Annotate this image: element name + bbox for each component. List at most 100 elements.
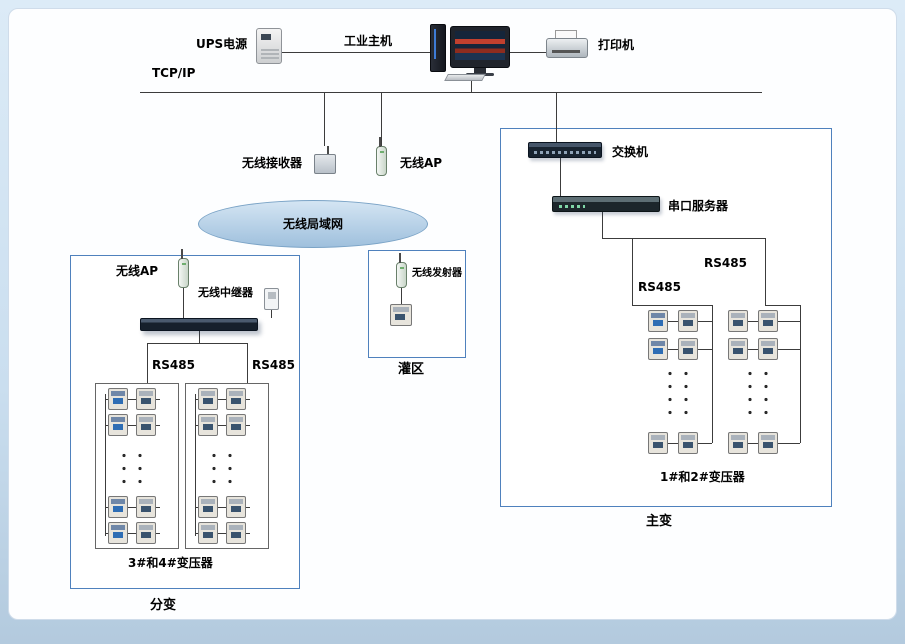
- main-transformer-caption: 主变: [646, 514, 673, 529]
- irrigation-caption: 灌区: [398, 362, 425, 377]
- connector-line: [602, 238, 766, 239]
- power-meter-icon: [198, 388, 218, 410]
- connector-line: [183, 288, 184, 318]
- power-meter-icon: [728, 432, 748, 454]
- tcpip-bus-line: [140, 92, 762, 93]
- power-meter-icon: [108, 414, 128, 436]
- meter-bus-line: [195, 394, 196, 536]
- power-meter-icon: [226, 388, 246, 410]
- connector-line: [105, 533, 160, 534]
- power-meter-icon: [648, 338, 668, 360]
- connector-line: [147, 343, 247, 344]
- left-rs485-label-1: RS485: [152, 358, 195, 372]
- right-rs485-label-2: RS485: [704, 256, 747, 270]
- power-meter-icon: [728, 310, 748, 332]
- computer-tower-icon: [430, 24, 446, 72]
- connector-line: [401, 288, 402, 304]
- switch-icon: [528, 142, 602, 158]
- power-meter-icon: [136, 414, 156, 436]
- connector-line: [105, 425, 160, 426]
- power-meter-icon: [136, 496, 156, 518]
- power-meter-icon: [198, 496, 218, 518]
- connector-line: [381, 92, 382, 146]
- repeater-icon: [264, 288, 279, 310]
- serial-server-label: 串口服务器: [668, 199, 729, 213]
- connector-line: [765, 305, 800, 306]
- wireless-ap-icon: [376, 137, 387, 176]
- connector-line: [195, 507, 250, 508]
- power-meter-icon: [108, 388, 128, 410]
- meter-bus-line: [105, 394, 106, 536]
- rs485-line: [765, 238, 766, 305]
- power-meter-icon: [136, 522, 156, 544]
- ups-label: UPS电源: [196, 37, 248, 51]
- irrigation-box: [368, 250, 466, 358]
- power-meter-icon: [758, 310, 778, 332]
- power-meter-icon: [678, 338, 698, 360]
- connector-line: [105, 399, 160, 400]
- industrial-host-label: 工业主机: [344, 34, 393, 48]
- connector-line: [471, 75, 472, 92]
- connector-line: [195, 533, 250, 534]
- ellipsis-dots: [112, 446, 148, 492]
- monitor-screen: [455, 31, 505, 60]
- meter-bus-line: [712, 305, 713, 443]
- printer-body: [546, 38, 588, 58]
- power-meter-icon: [226, 522, 246, 544]
- left-transformers-label: 3#和4#变压器: [128, 556, 213, 570]
- connector-line: [324, 92, 325, 146]
- power-meter-icon: [136, 388, 156, 410]
- printer-icon: [546, 30, 588, 60]
- power-meter-icon: [758, 338, 778, 360]
- connector-line: [560, 158, 561, 196]
- power-meter-icon: [226, 496, 246, 518]
- power-meter-icon: [108, 496, 128, 518]
- ellipsis-dots: [658, 364, 694, 420]
- right-rs485-label-1: RS485: [638, 280, 681, 294]
- ups-icon: [256, 28, 282, 64]
- tcpip-label: TCP/IP: [152, 66, 196, 80]
- power-meter-icon: [108, 522, 128, 544]
- connector-line: [195, 399, 250, 400]
- printer-label: 打印机: [598, 38, 635, 52]
- rack-device-icon: [140, 318, 258, 331]
- repeater-label: 无线中继器: [198, 286, 253, 299]
- power-meter-icon: [226, 414, 246, 436]
- wireless-receiver-label: 无线接收器: [242, 156, 303, 170]
- left-ap-icon: [178, 249, 189, 288]
- keyboard-icon: [444, 74, 486, 81]
- connector-line: [510, 52, 546, 53]
- rs485-line: [147, 343, 148, 383]
- connector-line: [199, 331, 200, 343]
- printer-slot: [552, 50, 580, 53]
- connector-line: [195, 425, 250, 426]
- meter-bus-line: [800, 305, 801, 443]
- serial-server-icon: [552, 196, 660, 212]
- connector-line: [632, 305, 712, 306]
- ellipsis-dots: [738, 364, 774, 420]
- connector-line: [282, 52, 430, 53]
- switch-label: 交换机: [612, 145, 649, 159]
- ellipsis-dots: [202, 446, 238, 492]
- power-meter-icon: [198, 522, 218, 544]
- substation-caption: 分变: [150, 598, 177, 613]
- monitor-icon: [450, 26, 510, 68]
- power-meter-icon: [648, 310, 668, 332]
- power-meter-icon: [728, 338, 748, 360]
- power-meter-icon: [648, 432, 668, 454]
- left-ap-label: 无线AP: [116, 264, 159, 278]
- wireless-receiver-icon: [314, 146, 336, 174]
- power-meter-icon: [390, 304, 412, 326]
- power-meter-icon: [758, 432, 778, 454]
- rs485-line: [247, 343, 248, 383]
- wireless-lan-cloud: 无线局域网: [198, 200, 428, 248]
- wireless-transmitter-icon: [396, 253, 407, 288]
- wireless-lan-label: 无线局域网: [282, 216, 343, 231]
- monitor-stand: [474, 68, 486, 73]
- connector-line: [556, 92, 557, 142]
- left-rs485-label-2: RS485: [252, 358, 295, 372]
- connector-line: [602, 212, 603, 238]
- wireless-ap-label: 无线AP: [400, 156, 443, 170]
- rs485-line: [632, 238, 633, 305]
